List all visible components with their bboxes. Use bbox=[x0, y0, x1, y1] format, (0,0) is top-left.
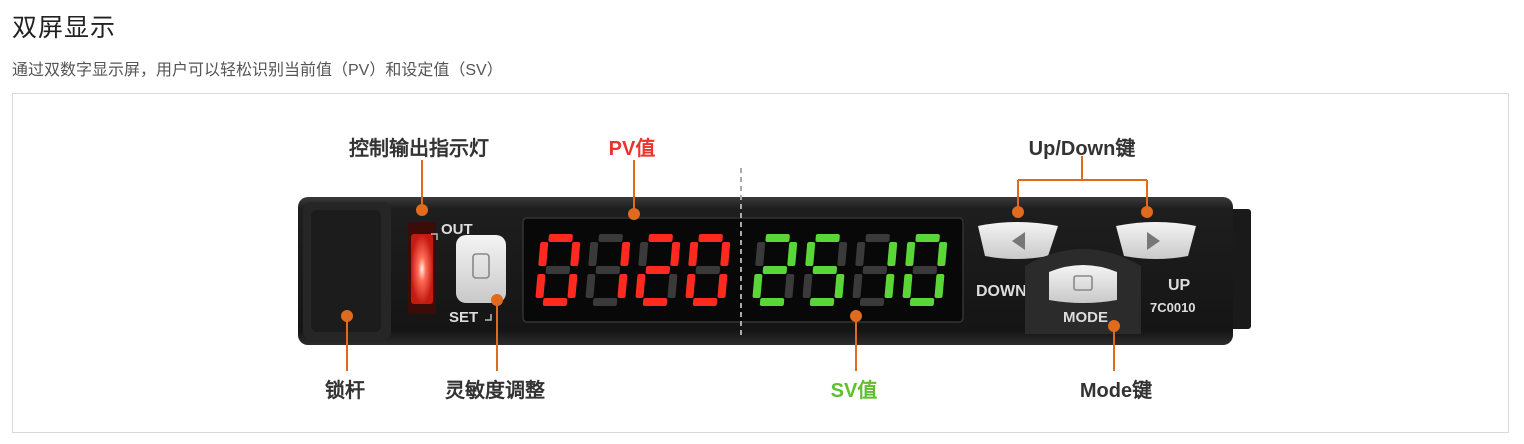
pv-digit-3 bbox=[635, 234, 681, 306]
sv-digit-3-segment-d bbox=[859, 298, 885, 306]
leader-dot-mode bbox=[1108, 320, 1120, 332]
sv-digit-2-segment-f bbox=[805, 242, 816, 266]
pv-digit-4-segment-d bbox=[692, 298, 718, 306]
pv-digit-3-segment-g bbox=[645, 266, 671, 274]
sv-digit-3-segment-a bbox=[865, 234, 890, 242]
pv-digit-2 bbox=[585, 234, 631, 306]
pv-digit-3-segment-e bbox=[635, 274, 646, 298]
sv-digit-4-segment-b bbox=[937, 242, 948, 266]
sv-digit-1-segment-e bbox=[752, 274, 763, 298]
pv-digit-2-segment-a bbox=[598, 234, 623, 242]
dual-display-figure: OUT SET DOWN UP MODE 7C0010 bbox=[12, 93, 1509, 433]
pv-digit-4 bbox=[685, 234, 731, 306]
pv-digit-2-segment-b bbox=[620, 242, 631, 266]
sv-digit-3-segment-b bbox=[887, 242, 898, 266]
sv-digit-2-segment-c bbox=[834, 274, 845, 298]
sv-digit-1-segment-d bbox=[759, 298, 785, 306]
callout-pv-value: PV值 bbox=[608, 138, 656, 160]
sv-digit-2-segment-b bbox=[837, 242, 848, 266]
set-label: SET bbox=[449, 309, 478, 326]
sv-digit-3-segment-f bbox=[855, 242, 866, 266]
pv-digit-1-segment-b bbox=[570, 242, 581, 266]
pv-digit-2-segment-e bbox=[585, 274, 596, 298]
model-number: 7C0010 bbox=[1150, 300, 1196, 315]
pv-digit-1-segment-f bbox=[538, 242, 549, 266]
pv-digit-4-segment-b bbox=[720, 242, 731, 266]
pv-digit-3-segment-c bbox=[667, 274, 678, 298]
sv-digit-1-segment-f bbox=[755, 242, 766, 266]
page-subtitle: 通过双数字显示屏，用户可以轻松识别当前值（PV）和设定值（SV） bbox=[12, 62, 503, 79]
sv-digit-2-segment-a bbox=[815, 234, 840, 242]
leader-dot-pv bbox=[628, 208, 640, 220]
sv-digit-3 bbox=[852, 234, 898, 306]
mode-button-icon bbox=[1073, 275, 1093, 291]
leader-dot-output-indicator bbox=[416, 204, 428, 216]
sv-digit-4-segment-f bbox=[905, 242, 916, 266]
sv-digit-2-segment-d bbox=[809, 298, 835, 306]
callout-sensitivity: 灵敏度调整 bbox=[445, 380, 545, 402]
mode-label: MODE bbox=[1063, 309, 1108, 326]
out-label: OUT bbox=[441, 221, 473, 238]
sv-digit-3-segment-e bbox=[852, 274, 863, 298]
sv-digit-2-segment-g bbox=[812, 266, 838, 274]
pv-digit-1-segment-d bbox=[542, 298, 568, 306]
leader-dot-down bbox=[1012, 206, 1024, 218]
pv-digit-4-segment-f bbox=[688, 242, 699, 266]
pv-digit-3-segment-d bbox=[642, 298, 668, 306]
pv-digit-3-segment-a bbox=[648, 234, 673, 242]
page-title: 双屏显示 bbox=[12, 14, 117, 42]
leader-dot-lock-lever bbox=[341, 310, 353, 322]
sv-digit-3-segment-c bbox=[884, 274, 895, 298]
sv-digit-1-segment-g bbox=[762, 266, 788, 274]
device-illustration: OUT SET DOWN UP MODE 7C0010 bbox=[298, 156, 1251, 371]
sv-digit-1-segment-a bbox=[765, 234, 790, 242]
pv-digit-4-segment-a bbox=[698, 234, 723, 242]
left-triangle-icon bbox=[1012, 232, 1025, 250]
sv-digit-4-segment-a bbox=[915, 234, 940, 242]
sv-digit-1-segment-b bbox=[787, 242, 798, 266]
set-button-icon bbox=[472, 253, 490, 279]
up-label: UP bbox=[1168, 277, 1191, 294]
pv-digit-2-segment-c bbox=[617, 274, 628, 298]
pv-digit-4-segment-e bbox=[685, 274, 696, 298]
pv-digit-2-segment-f bbox=[588, 242, 599, 266]
pv-digit-4-segment-g bbox=[695, 266, 721, 274]
pv-digit-1-segment-c bbox=[567, 274, 578, 298]
pv-display bbox=[535, 234, 731, 306]
sv-digit-1-segment-c bbox=[784, 274, 795, 298]
sv-digit-1 bbox=[752, 234, 798, 306]
sv-digit-3-segment-g bbox=[862, 266, 888, 274]
pv-digit-1-segment-a bbox=[548, 234, 573, 242]
sv-display bbox=[752, 234, 948, 306]
pv-digit-1-segment-g bbox=[545, 266, 571, 274]
pv-digit-2-segment-g bbox=[595, 266, 621, 274]
sv-digit-4-segment-e bbox=[902, 274, 913, 298]
pv-digit-3-segment-b bbox=[670, 242, 681, 266]
pv-digit-4-segment-c bbox=[717, 274, 728, 298]
leader-dot-sv bbox=[850, 310, 862, 322]
sv-digit-4-segment-g bbox=[912, 266, 938, 274]
callout-up-down-keys: Up/Down键 bbox=[1028, 138, 1136, 160]
mode-button[interactable] bbox=[1049, 265, 1117, 303]
set-button[interactable] bbox=[456, 235, 506, 303]
callout-output-indicator: 控制输出指示灯 bbox=[349, 138, 489, 160]
right-triangle-icon bbox=[1147, 232, 1160, 250]
down-label: DOWN bbox=[976, 283, 1027, 300]
sv-digit-4-segment-c bbox=[934, 274, 945, 298]
callout-sv-value: SV值 bbox=[830, 380, 878, 402]
leader-dot-sensitivity bbox=[491, 294, 503, 306]
pv-digit-2-segment-d bbox=[592, 298, 618, 306]
pv-digit-3-segment-f bbox=[638, 242, 649, 266]
sv-digit-2-segment-e bbox=[802, 274, 813, 298]
sv-digit-2 bbox=[802, 234, 848, 306]
display-window bbox=[522, 217, 964, 323]
callout-lock-lever: 锁杆 bbox=[325, 380, 365, 402]
pv-digit-1 bbox=[535, 234, 581, 306]
sv-digit-4-segment-d bbox=[909, 298, 935, 306]
sv-digit-4 bbox=[902, 234, 948, 306]
pv-digit-1-segment-e bbox=[535, 274, 546, 298]
leader-dot-up bbox=[1141, 206, 1153, 218]
callout-mode-key: Mode键 bbox=[1079, 380, 1153, 402]
